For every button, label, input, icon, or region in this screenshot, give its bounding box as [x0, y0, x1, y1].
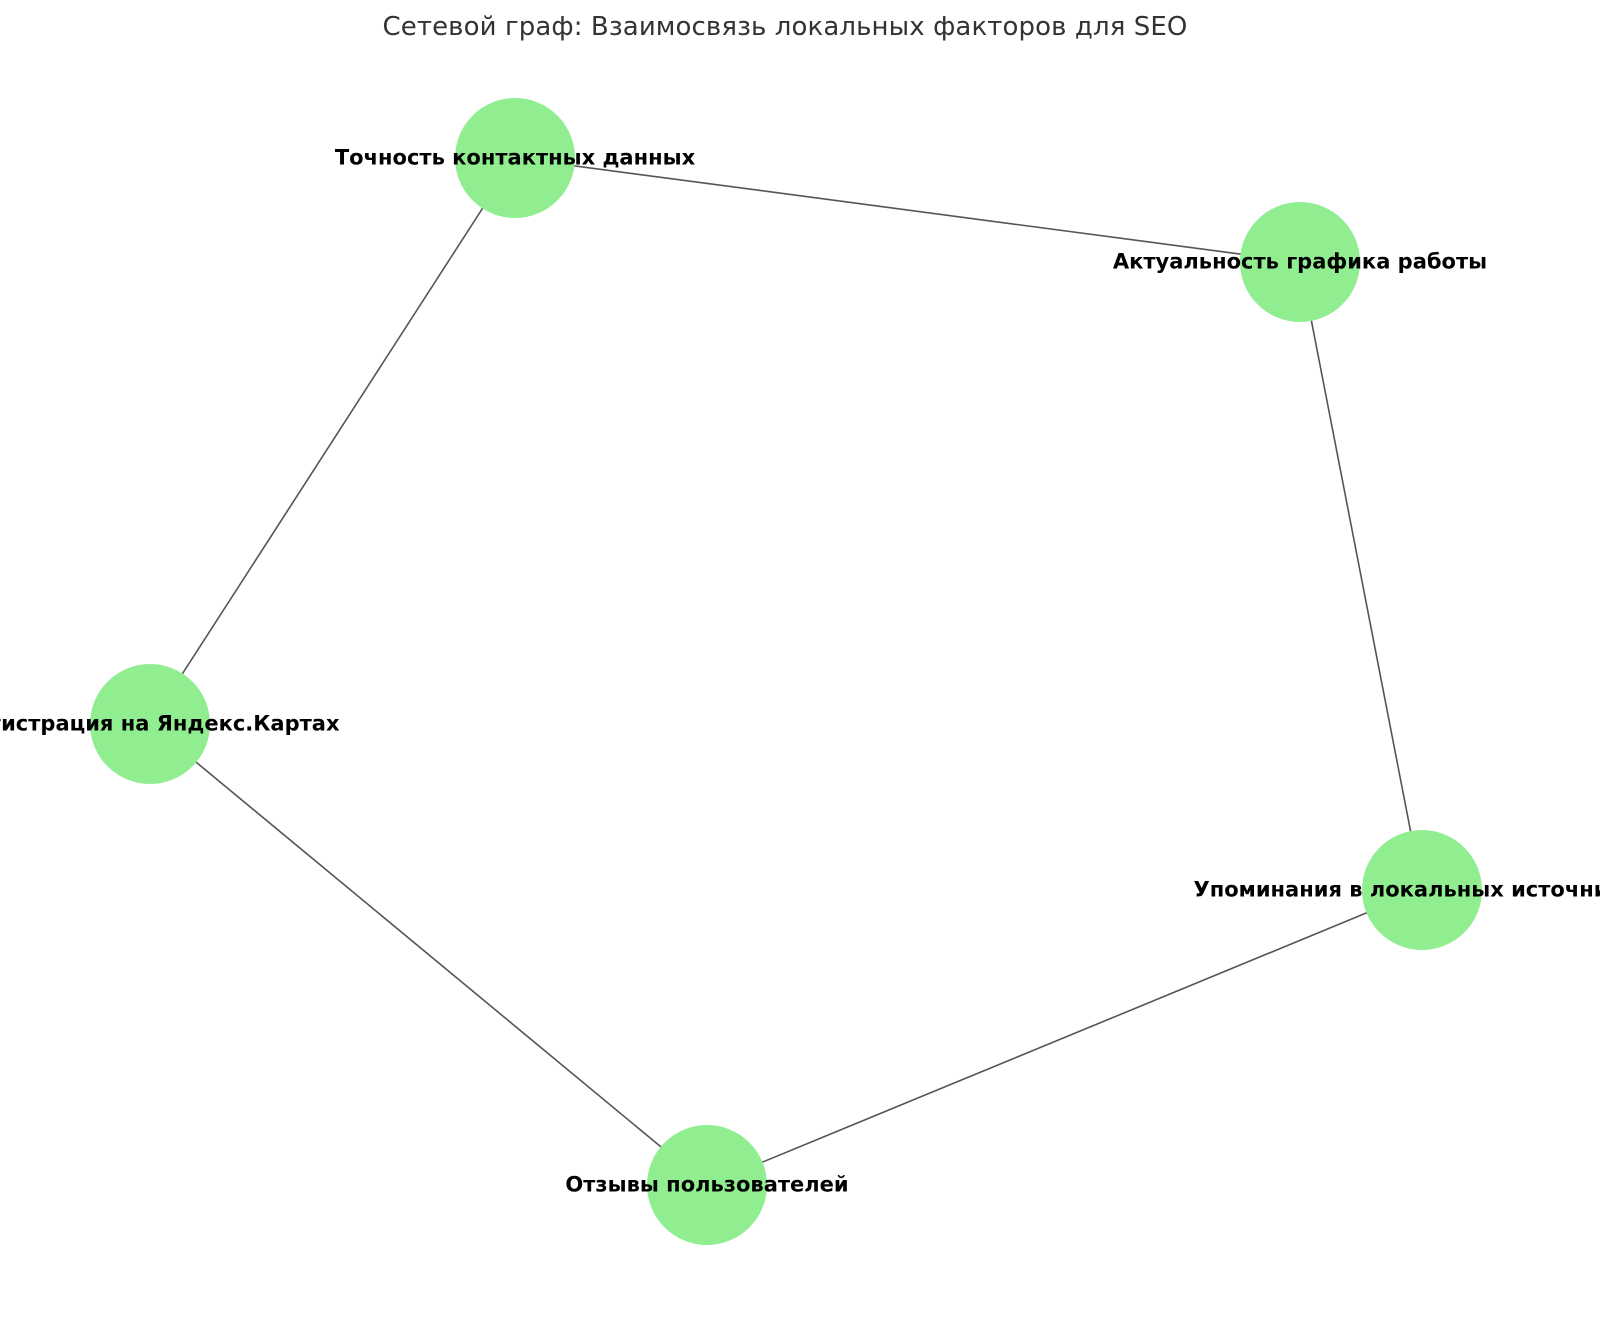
- node-label-reviews: Отзывы пользователей: [565, 1172, 849, 1197]
- graph-edge: [149, 723, 708, 1186]
- node-label-yandex: Регистрация на Яндекс.Картах: [0, 711, 340, 736]
- node-circle-accuracy[interactable]: [455, 98, 575, 218]
- page-title: Сетевой граф: Взаимосвязь локальных факт…: [382, 12, 1188, 42]
- node-circle-schedule[interactable]: [1240, 202, 1360, 322]
- node-circle-yandex[interactable]: [90, 664, 210, 784]
- graph-edge: [1299, 261, 1423, 891]
- node-circle-reviews[interactable]: [647, 1125, 767, 1245]
- node-label-mentions: Упоминания в локальных источниках: [1193, 877, 1600, 902]
- node-label-accuracy: Точность контактных данных: [334, 145, 696, 170]
- node-circle-mentions[interactable]: [1362, 830, 1482, 950]
- graph-edge: [706, 889, 1423, 1186]
- node-label-schedule: Актуальность графика работы: [1112, 249, 1488, 274]
- graph-edge: [149, 157, 516, 725]
- graph-edge: [514, 157, 1301, 263]
